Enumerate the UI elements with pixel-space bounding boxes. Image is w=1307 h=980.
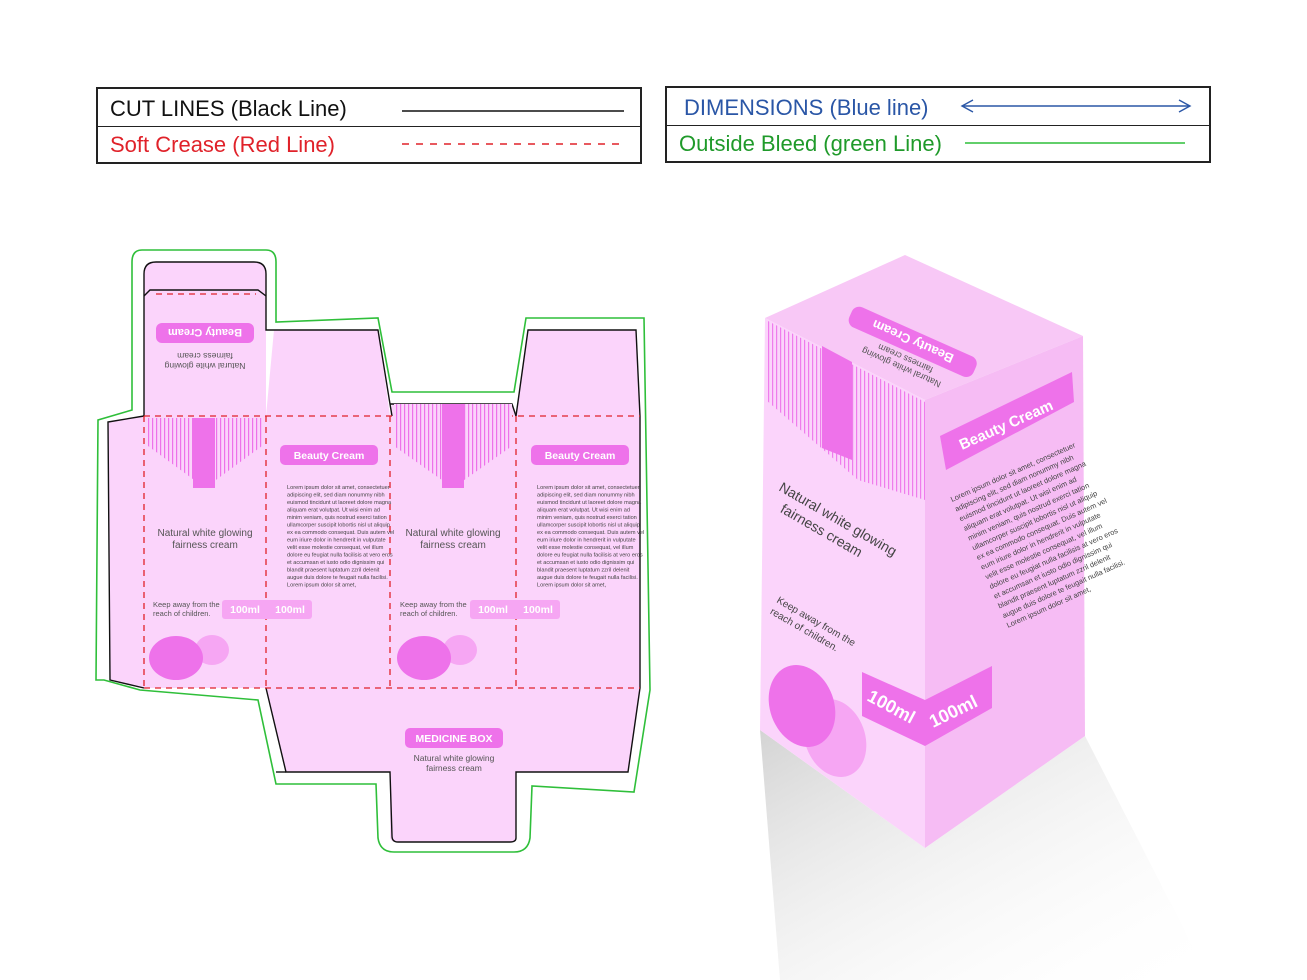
cream-blob-light	[195, 635, 229, 665]
soft-crease-label: Soft Crease (Red Line)	[110, 132, 335, 157]
side-panel-1: Beauty Cream Lorem ipsum dolor sit amet,…	[280, 445, 394, 589]
stripe-decor-back	[394, 404, 512, 488]
box-brand-band	[940, 372, 1074, 470]
front-volume-2: 100ml	[275, 604, 305, 616]
body-text-line: Lorem ipsum dolor sit amet,	[537, 583, 606, 589]
outside-bleed-outline	[95, 249, 651, 853]
outside-bleed-label: Outside Bleed (green Line)	[679, 131, 942, 156]
body-text-line: adipiscing elit, sed diam nonummy nibh	[537, 493, 635, 499]
body-text-line: minim veniam, quis nostrud exerci tation	[287, 515, 387, 521]
box-stripe-decor	[766, 320, 925, 500]
lid-line1: Natural white glowing	[164, 361, 245, 371]
back-volume-1: 100ml	[478, 604, 508, 616]
cut-line-sample	[402, 110, 624, 112]
bottom-panel: MEDICINE BOX Natural white glowing fairn…	[405, 728, 503, 773]
box-volume-badge-right	[925, 666, 992, 746]
body-text-line: blandit praesent luptatum zzril delenit	[537, 568, 630, 574]
dimension-arrow-sample	[960, 99, 1192, 113]
body-text-line: Lorem ipsum dolor sit amet,	[287, 583, 356, 589]
front-product-line2: fairness cream	[172, 540, 238, 551]
body-text-line: eum iriure dolor in hendrerit in vulputa…	[287, 538, 386, 544]
legend-row-cut: CUT LINES (Black Line)	[98, 91, 640, 126]
front-volume-1: 100ml	[230, 604, 260, 616]
body-text-line: ullamcorper suscipit lobortis nisl ut al…	[287, 523, 390, 529]
cut-lines-label: CUT LINES (Black Line)	[110, 96, 347, 121]
body-text-line: dolore eu feugiat nulla facilisis at ver…	[537, 553, 643, 559]
body-text-line: aliquam erat volutpat. Ut wisi enim ad	[287, 508, 380, 514]
bleed-line-sample	[965, 142, 1185, 144]
back-cream-blob-light	[443, 635, 477, 665]
body-text-line: euismod tincidunt ut laoreet dolore magn…	[287, 500, 392, 506]
body-text-line: velit esse molestie consequat, vel illum	[537, 545, 634, 551]
legend-row-crease: Soft Crease (Red Line)	[98, 126, 640, 162]
crease-lines	[143, 293, 640, 689]
side1-body-text: Lorem ipsum dolor sit amet, consectetuer…	[287, 485, 394, 589]
bottom-title: MEDICINE BOX	[415, 733, 492, 745]
lid-panel: Beauty Cream Natural white glowing fairn…	[156, 323, 254, 371]
cream-blob-dark	[149, 636, 203, 680]
body-text-line: et accumsan et iusto odio dignissim qui	[287, 560, 384, 566]
back-volume-2: 100ml	[523, 604, 553, 616]
legend-right: DIMENSIONS (Blue line) Outside Bleed (gr…	[665, 86, 1211, 163]
bottom-line1: Natural white glowing	[414, 753, 495, 763]
body-text-line: blandit praesent luptatum zzril delenit	[287, 568, 380, 574]
front-product-line1: Natural white glowing	[157, 528, 252, 539]
body-text-line: aliquam erat volutpat. Ut wisi enim ad	[537, 508, 630, 514]
body-text-line: euismod tincidunt ut laoreet dolore magn…	[537, 500, 642, 506]
back-product-line1: Natural white glowing	[405, 528, 500, 539]
box-volume-badge-left	[862, 672, 925, 746]
back-warning-line1: Keep away from the	[400, 600, 467, 609]
side-panel-2: Beauty Cream Lorem ipsum dolor sit amet,…	[531, 445, 644, 589]
side1-brand: Beauty Cream	[294, 450, 365, 462]
body-text-line: ex ea commodo consequat. Duis autem vel	[287, 530, 394, 536]
back-cream-blob-dark	[397, 636, 451, 680]
lid-brand: Beauty Cream	[168, 326, 242, 338]
lid-line2: fairness cream	[177, 351, 233, 361]
body-text-line: augue duis dolore te feugait nulla facil…	[287, 575, 388, 581]
body-text-line: adipiscing elit, sed diam nonummy nibh	[287, 493, 385, 499]
dieline-fill	[108, 262, 640, 842]
body-text-line: velit esse molestie consequat, vel illum	[287, 545, 384, 551]
body-text-line: eum iriure dolor in hendrerit in vulputa…	[537, 538, 636, 544]
cut-lines	[107, 261, 641, 843]
back-product-line2: fairness cream	[420, 540, 486, 551]
body-text-line: et accumsan et iusto odio dignissim qui	[537, 560, 634, 566]
front-warning-line1: Keep away from the	[153, 600, 220, 609]
bottom-line2: fairness cream	[426, 763, 482, 773]
dimensions-label: DIMENSIONS (Blue line)	[684, 95, 929, 120]
front-panel: Natural white glowing fairness cream Kee…	[149, 528, 312, 680]
body-text-line: ullamcorper suscipit lobortis nisl ut al…	[537, 523, 640, 529]
body-text-line: ex ea commodo consequat. Duis autem vel	[537, 530, 644, 536]
box-shadow	[760, 730, 1210, 980]
legend-left: CUT LINES (Black Line) Soft Crease (Red …	[96, 87, 642, 164]
legend-row-bleed: Outside Bleed (green Line)	[667, 125, 1209, 161]
stripe-decor-front	[148, 418, 262, 488]
box-3d: Beauty Cream Natural white glowing fairn…	[760, 255, 1210, 980]
back-panel: Natural white glowing fairness cream Kee…	[397, 528, 560, 680]
dieline: Beauty Cream Natural white glowing fairn…	[95, 249, 651, 853]
body-text-line: Lorem ipsum dolor sit amet, consectetuer	[287, 485, 390, 491]
side2-body-text: Lorem ipsum dolor sit amet, consectetuer…	[537, 485, 644, 589]
body-text-line: Lorem ipsum dolor sit amet, consectetuer	[537, 485, 640, 491]
body-text-line: minim veniam, quis nostrud exerci tation	[537, 515, 637, 521]
side2-brand: Beauty Cream	[545, 450, 616, 462]
crease-line-sample	[402, 143, 624, 145]
body-text-line: dolore eu feugiat nulla facilisis at ver…	[287, 553, 393, 559]
back-warning-line2: reach of children.	[400, 609, 458, 618]
box-blob-dark	[768, 665, 836, 747]
front-warning-line2: reach of children.	[153, 609, 211, 618]
body-text-line: augue duis dolore te feugait nulla facil…	[537, 575, 638, 581]
legend-row-dimensions: DIMENSIONS (Blue line)	[667, 90, 1209, 125]
box-top-face	[765, 255, 1083, 400]
